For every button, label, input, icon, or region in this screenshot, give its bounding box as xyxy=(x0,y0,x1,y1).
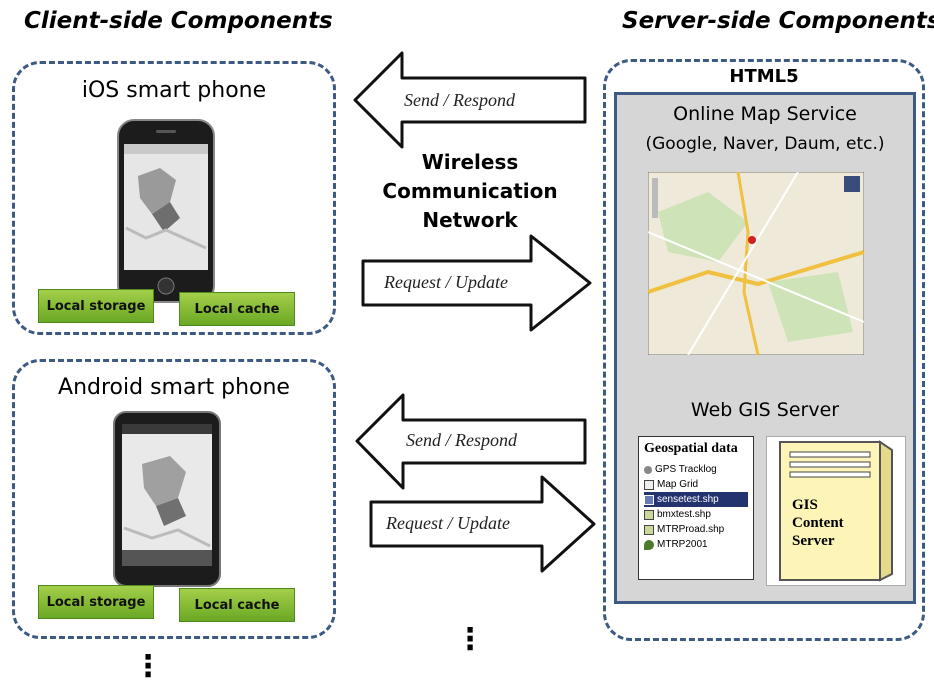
map-providers-label: (Google, Naver, Daum, etc.) xyxy=(645,134,885,154)
network-label: Wireless Communication Network xyxy=(360,148,580,235)
request-update-top-label: Request / Update xyxy=(384,272,508,292)
geospatial-item: Map Grid xyxy=(644,477,748,492)
server-side-heading: Server-side Components xyxy=(622,8,934,34)
send-respond-top-label: Send / Respond xyxy=(404,90,515,110)
grid-icon xyxy=(644,479,654,490)
gis-content-server-label: GIS Content Server xyxy=(792,496,844,550)
send-respond-bottom-arrow xyxy=(355,393,587,490)
ios-device-title: iOS smart phone xyxy=(81,78,267,103)
geospatial-data-title: Geospatial data xyxy=(644,441,738,456)
shapefile-icon xyxy=(644,509,654,520)
ios-local-cache-badge: Local cache xyxy=(179,292,295,326)
gps-tracklog-icon xyxy=(644,465,652,474)
send-respond-bottom-label: Send / Respond xyxy=(406,430,517,450)
request-update-bottom-label: Request / Update xyxy=(386,513,510,533)
android-device-title: Android smart phone xyxy=(58,375,290,400)
geospatial-item: bmxtest.shp xyxy=(644,507,748,522)
geospatial-item: MTRProad.shp xyxy=(644,522,748,537)
gis-label-line2: Content xyxy=(792,515,844,531)
geospatial-item: GPS Tracklog xyxy=(644,462,748,477)
client-side-heading: Client-side Components xyxy=(24,8,333,34)
network-label-line2: Communication xyxy=(382,179,558,203)
online-map-image xyxy=(648,172,864,355)
request-update-top-arrow xyxy=(361,234,592,332)
ios-device-group xyxy=(12,61,336,335)
shapefile-icon xyxy=(644,524,654,535)
send-respond-top-arrow xyxy=(353,51,587,149)
gis-label-line1: GIS xyxy=(792,497,818,513)
network-label-line3: Network xyxy=(422,208,518,232)
shapefile-icon xyxy=(644,494,654,505)
pin-icon xyxy=(644,539,654,550)
ios-local-storage-badge: Local storage xyxy=(38,289,154,323)
online-map-service-title: Online Map Service xyxy=(673,103,857,125)
geospatial-item-label: sensetest.shp xyxy=(657,494,719,505)
gis-label-line3: Server xyxy=(792,533,835,549)
geospatial-item-selected: sensetest.shp xyxy=(644,492,748,507)
iphone-icon xyxy=(117,119,215,303)
android-device-group xyxy=(12,359,336,639)
geospatial-item-label: bmxtest.shp xyxy=(657,509,711,520)
geospatial-item-label: MTRProad.shp xyxy=(657,524,725,535)
server-cabinet-icon xyxy=(779,440,893,582)
network-label-line1: Wireless xyxy=(421,150,519,174)
geospatial-data-panel: Geospatial data GPS Tracklog Map Grid se… xyxy=(638,436,754,580)
request-update-bottom-arrow xyxy=(369,475,596,573)
geospatial-item-label: MTRP2001 xyxy=(657,539,708,550)
geospatial-item-label: GPS Tracklog xyxy=(655,464,717,475)
web-gis-server-title: Web GIS Server xyxy=(690,399,840,421)
html5-label: HTML5 xyxy=(729,66,799,87)
geospatial-item-label: Map Grid xyxy=(657,479,699,490)
server-group xyxy=(603,59,925,641)
middle-ellipsis: ⋮ xyxy=(455,622,485,657)
android-tablet-icon xyxy=(113,411,221,587)
android-local-storage-badge: Local storage xyxy=(38,585,154,619)
bottom-left-ellipsis: ⋮ xyxy=(133,649,163,684)
android-local-cache-badge: Local cache xyxy=(179,588,295,622)
geospatial-item: MTRP2001 xyxy=(644,537,748,552)
